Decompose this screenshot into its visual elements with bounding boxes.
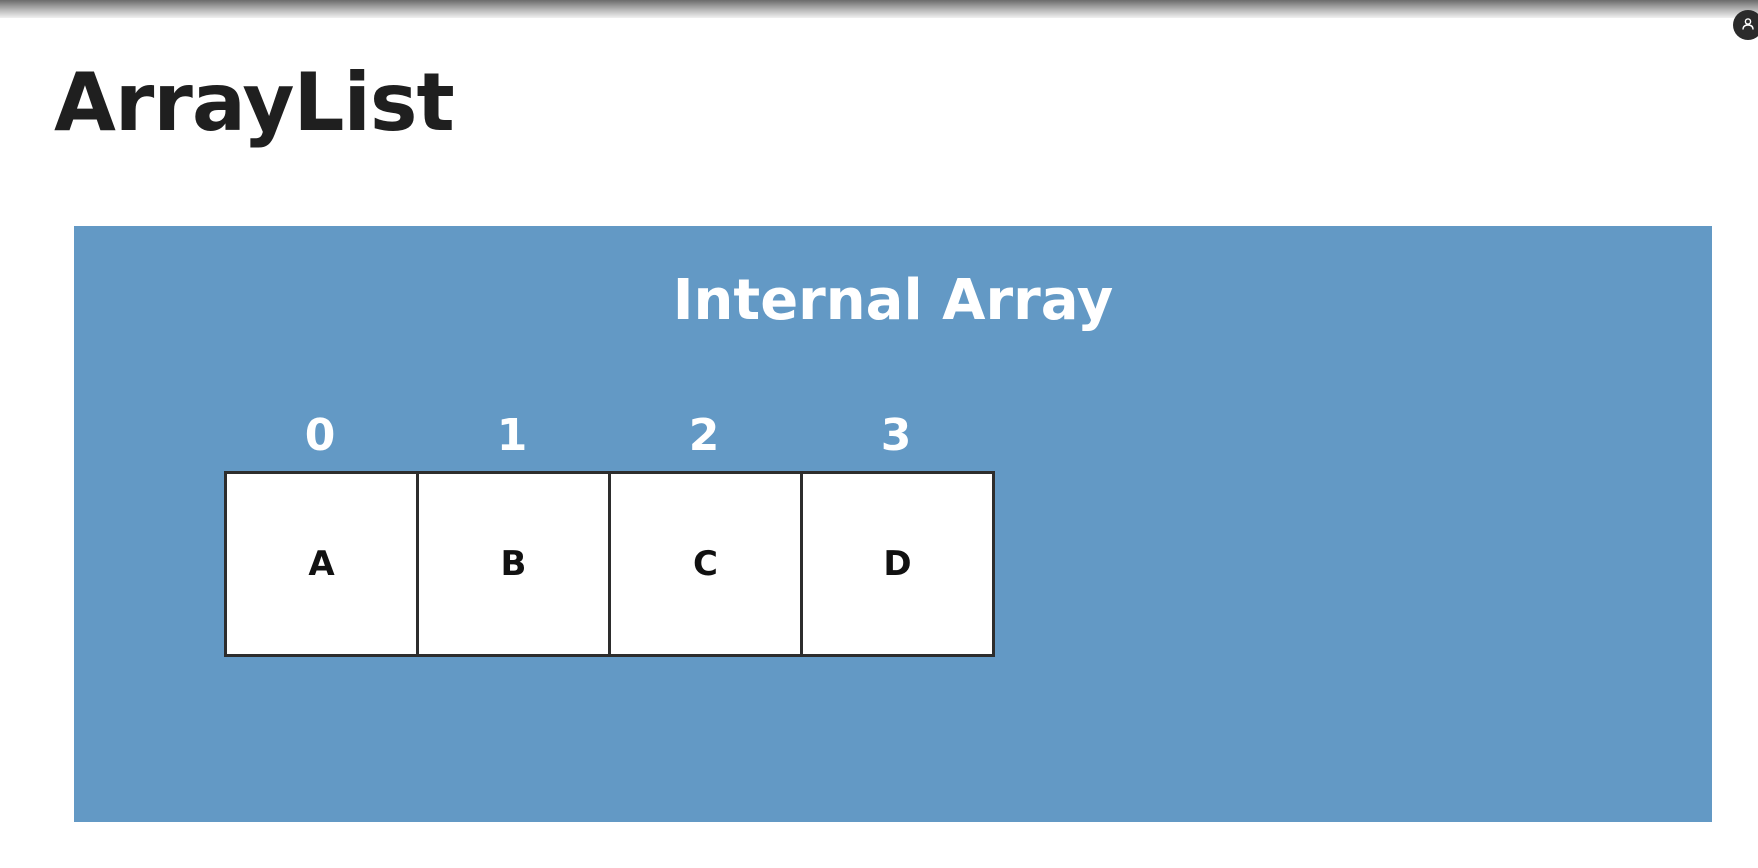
array-cell-1: B xyxy=(419,474,611,654)
index-label-1: 1 xyxy=(496,410,528,461)
array-cell-0: A xyxy=(227,474,419,654)
internal-array-panel: Internal Array 0 1 2 3 A B C D xyxy=(74,226,1712,822)
index-row: 0 1 2 3 xyxy=(224,406,995,466)
array-cells: A B C D xyxy=(224,471,995,657)
index-label-0: 0 xyxy=(304,410,336,461)
profile-button[interactable] xyxy=(1733,10,1758,40)
array-cell-2: C xyxy=(611,474,803,654)
index-label-2: 2 xyxy=(688,410,720,461)
page-title: ArrayList xyxy=(54,56,455,149)
panel-title: Internal Array xyxy=(672,268,1114,333)
array-cell-3: D xyxy=(883,544,912,584)
video-top-bar xyxy=(0,0,1758,18)
index-label-3: 3 xyxy=(880,410,912,461)
user-icon xyxy=(1742,18,1754,30)
array-diagram: 0 1 2 3 A B C D xyxy=(224,406,995,657)
